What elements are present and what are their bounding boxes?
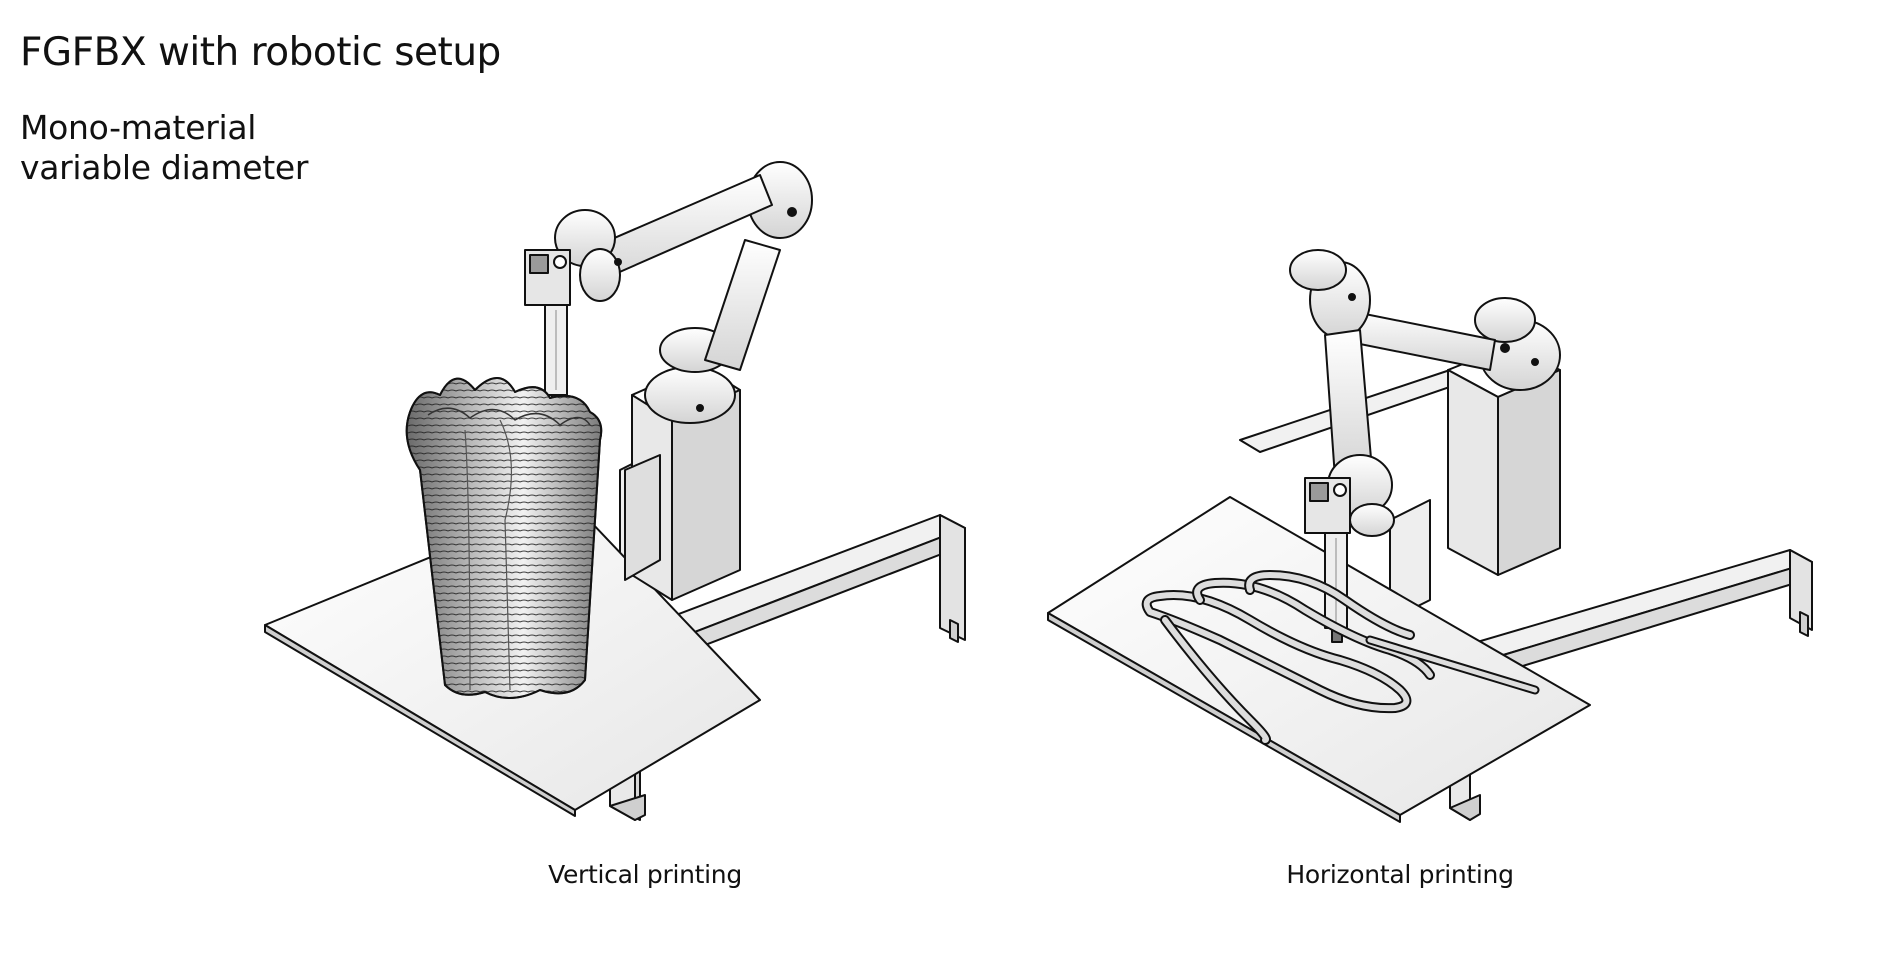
subtitle-line-1: Mono-material [20, 108, 257, 147]
robot-arm-left [554, 161, 813, 424]
extruder-right [1304, 477, 1351, 643]
printed-vase [405, 377, 603, 699]
subtitle-line-2: variable diameter [20, 148, 309, 187]
extruder-left [524, 249, 571, 408]
figure-title: FGFBX with robotic setup [20, 30, 501, 75]
horizontal-printing-scene [1047, 249, 1813, 823]
vertical-printing-scene [264, 161, 966, 821]
robot-arm-right [1289, 249, 1561, 537]
caption-vertical-printing: Vertical printing [548, 860, 742, 889]
printed-filament [1141, 570, 1540, 745]
figure-subtitle: Mono-material variable diameter [20, 108, 308, 188]
caption-horizontal-printing: Horizontal printing [1286, 860, 1514, 889]
robot-pedestal-right [1447, 344, 1561, 576]
